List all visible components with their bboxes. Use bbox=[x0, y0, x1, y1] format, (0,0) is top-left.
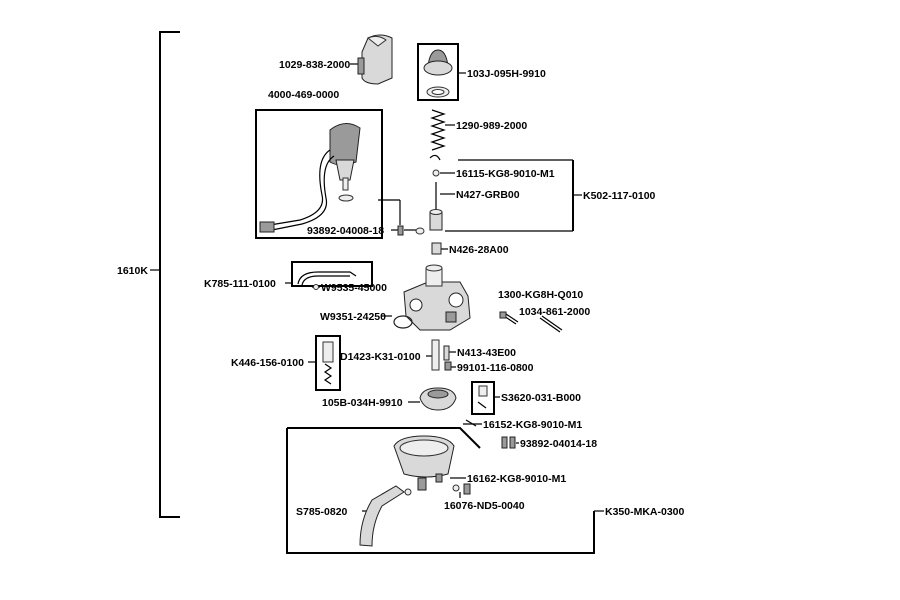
needle-clip-part bbox=[429, 154, 441, 210]
label-16076-nd5-0040: 16076-ND5-0040 bbox=[444, 500, 525, 512]
drain-tube-s785-part bbox=[359, 485, 412, 547]
assembly-label: 1610K bbox=[117, 265, 148, 277]
label-1034-861-2000: 1034-861-2000 bbox=[519, 306, 590, 318]
jet-d1423-part bbox=[431, 339, 452, 371]
auto-choke-part bbox=[259, 123, 361, 233]
label-w9535-45000: W9535-45000 bbox=[321, 282, 387, 294]
label-99101-116-0800: 99101-116-0800 bbox=[457, 362, 534, 374]
hose-k785-part bbox=[297, 271, 357, 290]
label-k350-mka-0300: K350-MKA-0300 bbox=[605, 506, 685, 518]
float-valve-s3620-part bbox=[477, 385, 488, 409]
air-screw-part bbox=[499, 311, 563, 333]
label-n427-grb00: N427-GRB00 bbox=[456, 189, 520, 201]
label-4000-469-0000: 4000-469-0000 bbox=[268, 89, 339, 101]
box-4000 bbox=[255, 109, 383, 239]
label-n426-28a00: N426-28A00 bbox=[449, 244, 509, 256]
label-16115-kg8-9010-m1: 16115-KG8-9010-M1 bbox=[456, 168, 555, 180]
box-k446 bbox=[315, 335, 341, 391]
box-103j bbox=[417, 43, 459, 101]
label-s3620-031-b000: S3620-031-B000 bbox=[501, 392, 581, 404]
label-1300-kg8h-q010: 1300-KG8H-Q010 bbox=[498, 289, 583, 301]
label-k446-156-0100: K446-156-0100 bbox=[231, 357, 304, 369]
label-103j-095h-9910: 103J-095H-9910 bbox=[467, 68, 546, 80]
label-1290-989-2000: 1290-989-2000 bbox=[456, 120, 527, 132]
nut-n426-part bbox=[431, 242, 442, 255]
needle-spring-part bbox=[430, 109, 446, 151]
oring-w9351-part bbox=[393, 315, 413, 329]
box-k785 bbox=[291, 261, 373, 287]
carburetor-body-part bbox=[403, 264, 471, 331]
label-k785-111-0100: K785-111-0100 bbox=[204, 278, 276, 290]
box-s3620 bbox=[471, 381, 495, 415]
screw-93892-part bbox=[397, 225, 425, 236]
float-105b-part bbox=[419, 387, 457, 411]
box-k350-top bbox=[287, 427, 481, 449]
diaphragm-part bbox=[423, 49, 453, 98]
label-105b-034h-9910: 105B-034H-9910 bbox=[322, 397, 403, 409]
auto-choke-cover-part bbox=[357, 34, 393, 85]
needle-jet-k446-part bbox=[322, 341, 334, 385]
label-1029-838-2000: 1029-838-2000 bbox=[279, 59, 350, 71]
label-d1423-k31-0100: D1423-K31-0100 bbox=[340, 351, 421, 363]
label-w9351-24250: W9351-24250 bbox=[320, 311, 386, 323]
label-s785-0820: S785-0820 bbox=[296, 506, 348, 518]
throttle-valve-part bbox=[429, 209, 443, 231]
label-93892-04008-18: 93892-04008-18 bbox=[307, 225, 384, 237]
screws-93892-04014-part bbox=[501, 436, 516, 449]
assembly-bracket bbox=[150, 31, 180, 518]
label-16152-kg8-9010-m1: 16152-KG8-9010-M1 bbox=[483, 419, 582, 431]
float-chamber-part bbox=[393, 435, 455, 491]
label-16162-kg8-9010-m1: 16162-KG8-9010-M1 bbox=[467, 473, 566, 485]
label-93892-04014-18: 93892-04014-18 bbox=[520, 438, 597, 450]
label-n413-43e00: N413-43E00 bbox=[457, 347, 516, 359]
box-k350-bottom bbox=[286, 428, 595, 554]
pin-16152-part bbox=[465, 419, 477, 427]
label-k502-117-0100: K502-117-0100 bbox=[583, 190, 656, 202]
drain-screw-part bbox=[452, 483, 471, 495]
